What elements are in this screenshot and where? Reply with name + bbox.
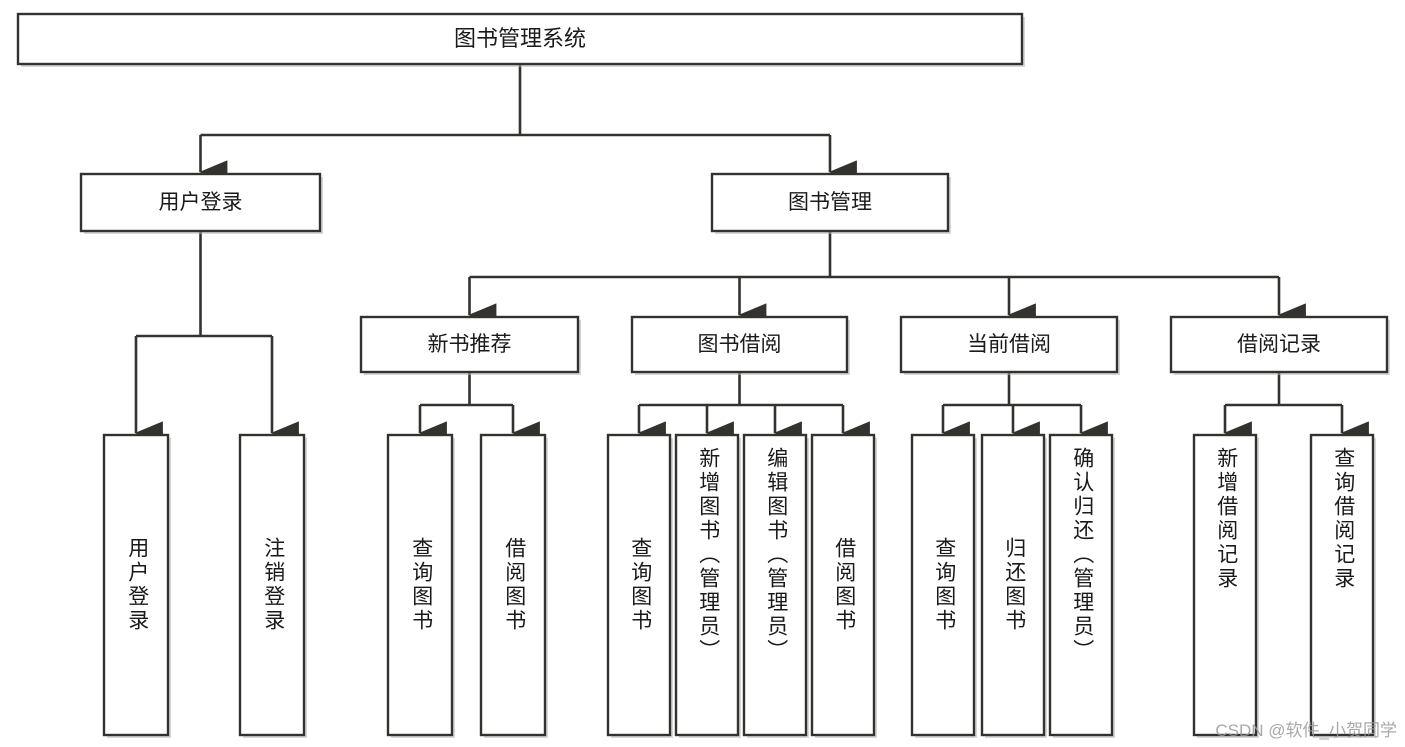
node-leaf-add-record-rect [1192, 433, 1258, 737]
node-leaf-confirm-return[interactable] [1048, 433, 1115, 738]
node-leaf-query-book-2-rect [606, 433, 672, 737]
node-book-borrow-rect [630, 315, 849, 374]
node-current-borrow[interactable]: 当前借阅 [899, 315, 1120, 375]
watermark-text: CSDN @软件_小贺同学 [1215, 721, 1397, 740]
node-root-rect [16, 12, 1024, 66]
node-leaf-query-book-3-rect [910, 433, 976, 737]
node-leaf-confirm-return-rect [1048, 433, 1114, 737]
node-borrow-record-label: 借阅记录 [1237, 333, 1321, 356]
node-leaf-borrow-book-1[interactable] [479, 433, 548, 738]
node-leaf-query-book-1[interactable] [386, 433, 455, 738]
node-book-manage-label: 图书管理 [788, 191, 872, 214]
node-leaf-user-login[interactable] [102, 433, 171, 738]
connector-layer [134, 64, 1369, 445]
node-borrow-record[interactable]: 借阅记录 [1169, 315, 1390, 375]
node-leaf-edit-book[interactable] [742, 433, 809, 738]
node-book-manage[interactable]: 图书管理 [710, 172, 951, 234]
node-leaf-query-book-3[interactable] [910, 433, 977, 738]
node-current-borrow-rect [899, 315, 1119, 374]
node-current-borrow-label: 当前借阅 [967, 333, 1051, 356]
node-leaf-query-record[interactable] [1309, 433, 1376, 738]
node-leaf-user-logout-rect [238, 433, 306, 737]
node-borrow-record-rect [1169, 315, 1389, 374]
node-leaf-return-book[interactable] [980, 433, 1047, 738]
node-leaf-borrow-book-1-rect [479, 433, 547, 737]
node-leaf-borrow-book-2-rect [810, 433, 876, 737]
node-leaf-return-book-rect [980, 433, 1046, 737]
node-leaf-user-logout[interactable] [238, 433, 307, 738]
node-root-label: 图书管理系统 [454, 26, 586, 51]
node-user-login[interactable]: 用户登录 [79, 172, 323, 234]
node-leaf-add-record[interactable] [1192, 433, 1259, 738]
node-new-book-recommend-rect [359, 315, 580, 374]
node-user-login-rect [79, 172, 322, 233]
node-new-book-recommend-label: 新书推荐 [428, 333, 512, 356]
node-new-book-recommend[interactable]: 新书推荐 [359, 315, 581, 375]
node-leaf-add-book-rect [674, 433, 740, 737]
node-leaf-query-book-2[interactable] [606, 433, 673, 738]
node-book-borrow[interactable]: 图书借阅 [630, 315, 850, 375]
node-root[interactable]: 图书管理系统 [16, 12, 1025, 67]
node-leaf-edit-book-rect [742, 433, 808, 737]
node-book-borrow-label: 图书借阅 [698, 333, 782, 356]
node-user-login-label: 用户登录 [159, 191, 243, 214]
node-leaf-user-login-rect [102, 433, 170, 737]
node-leaf-query-record-rect [1309, 433, 1375, 737]
node-book-manage-rect [710, 172, 950, 233]
node-leaf-borrow-book-2[interactable] [810, 433, 877, 738]
node-leaf-query-book-1-rect [386, 433, 454, 737]
node-leaf-add-book[interactable] [674, 433, 741, 738]
